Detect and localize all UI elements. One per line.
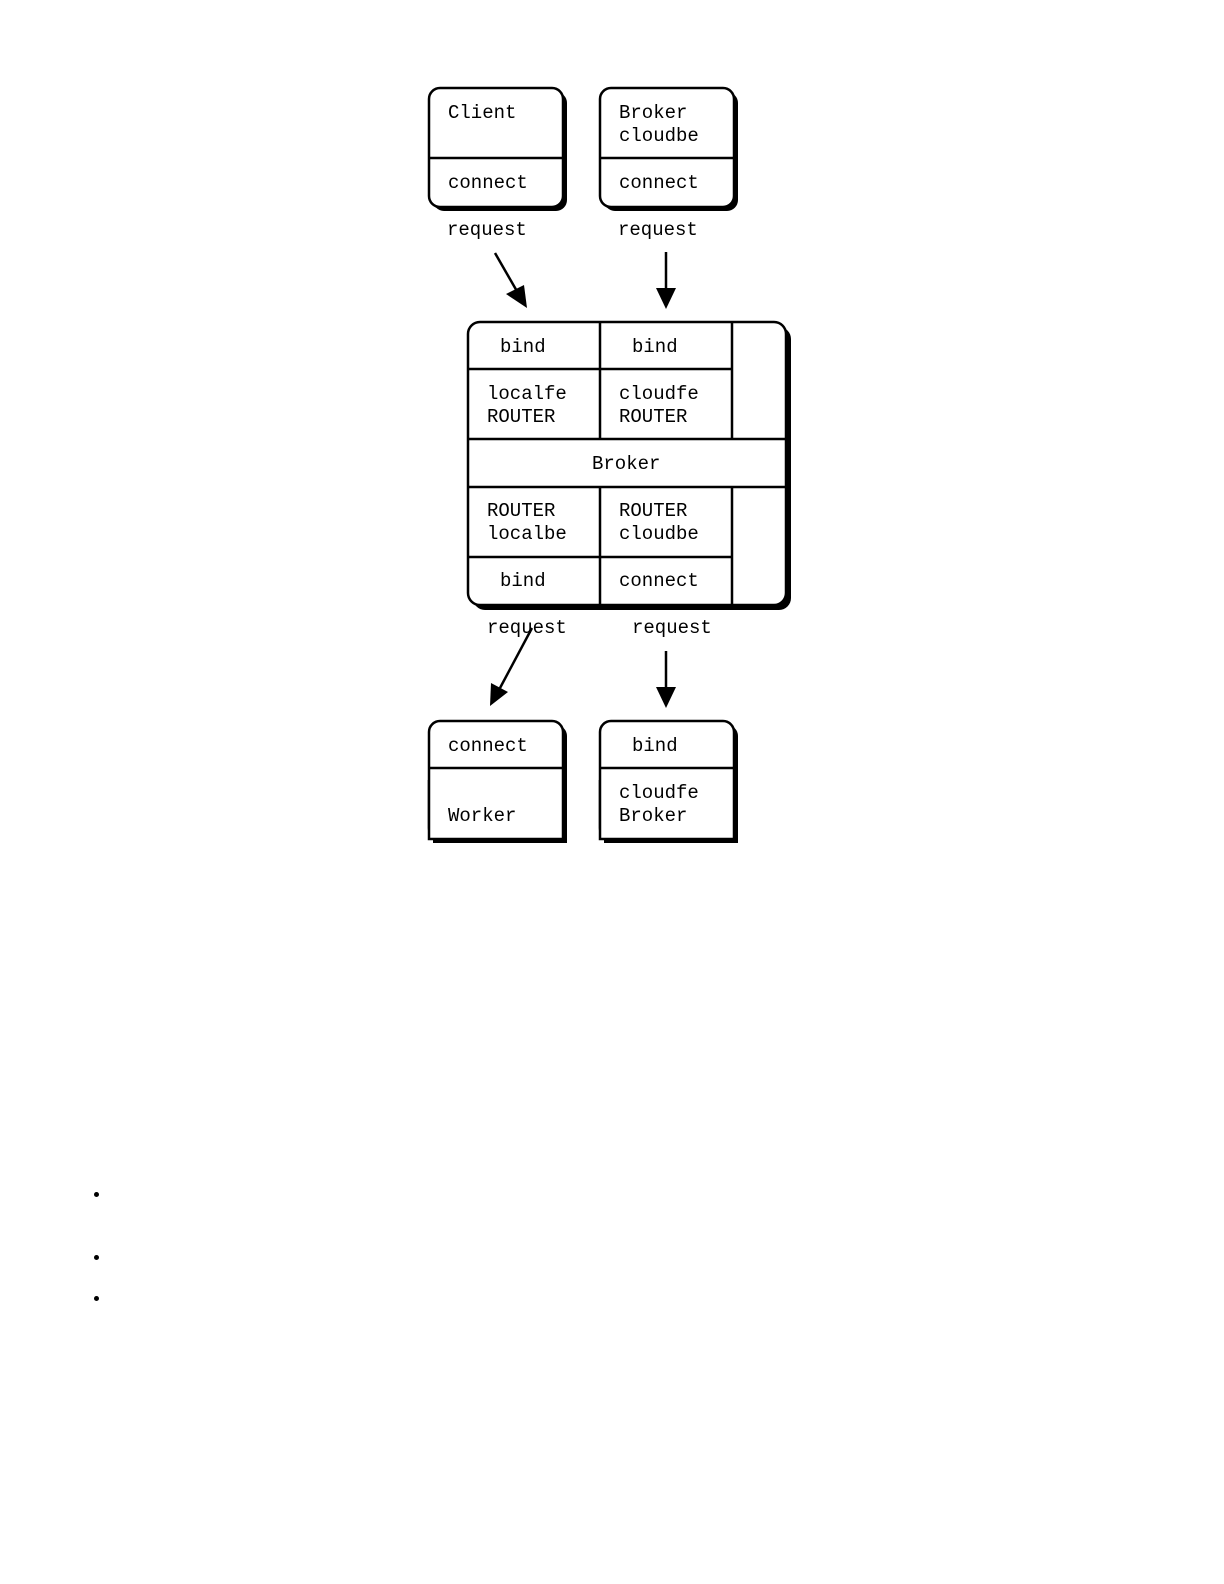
broker-cloudbe-connect-label: connect [619,570,699,592]
client-connect-label: connect [448,172,528,194]
broker-cloudfe-line1: cloudfe [619,383,699,405]
broker-localbe-line2: localbe [487,523,567,545]
client-node: Client connect [427,86,567,211]
broker-center-node: bind bind localfe ROUTER cloudfe ROUTER … [466,320,791,610]
bullet-dot-icon [94,1255,99,1260]
edge-label-client-request: request [447,219,527,241]
broker-cloudfe-bind-label: bind [632,336,678,358]
arrow-cloudbe-to-cloudfe [656,252,676,309]
broker-cloudbe-connect-label: connect [619,172,699,194]
edge-label-localbe-request: request [487,617,567,639]
broker-cloudfe-line2: ROUTER [619,406,687,428]
client-title: Client [448,102,516,124]
broker-cloudbe-title-line1: Broker [619,102,687,124]
broker-cloudfe-node: bind cloudfe Broker [598,719,738,843]
broker-cloudbe-line1: ROUTER [619,500,687,522]
worker-connect-label: connect [448,735,528,757]
bullet-dot-icon [94,1192,99,1197]
broker-center-label: Broker [592,453,660,475]
worker-node: connect Worker [427,719,567,843]
broker-cloudfe-bind-socket-label: bind [632,735,678,757]
broker-localfe-bind-label: bind [500,336,546,358]
edge-label-cloudbe-request: request [618,219,698,241]
broker-cloudbe-title-line2: cloudbe [619,125,699,147]
broker-localbe-bind-label: bind [500,570,546,592]
broker-localbe-line1: ROUTER [487,500,555,522]
broker-cloudfe-title-line1: cloudfe [619,782,699,804]
bullet-dot-icon [94,1296,99,1301]
broker-cloudfe-title-line2: Broker [619,805,687,827]
edge-label-peer-request: request [632,617,712,639]
worker-title: Worker [448,805,516,827]
broker-localfe-line1: localfe [487,383,567,405]
broker-cloudbe-node: Broker cloudbe connect [598,86,738,211]
broker-localfe-line2: ROUTER [487,406,555,428]
arrow-client-to-localfe [493,252,527,308]
broker-cloudbe-line2: cloudbe [619,523,699,545]
arrow-cloudbe-to-peer-cloudfe [656,651,676,708]
arrow-localbe-to-worker [490,627,534,706]
